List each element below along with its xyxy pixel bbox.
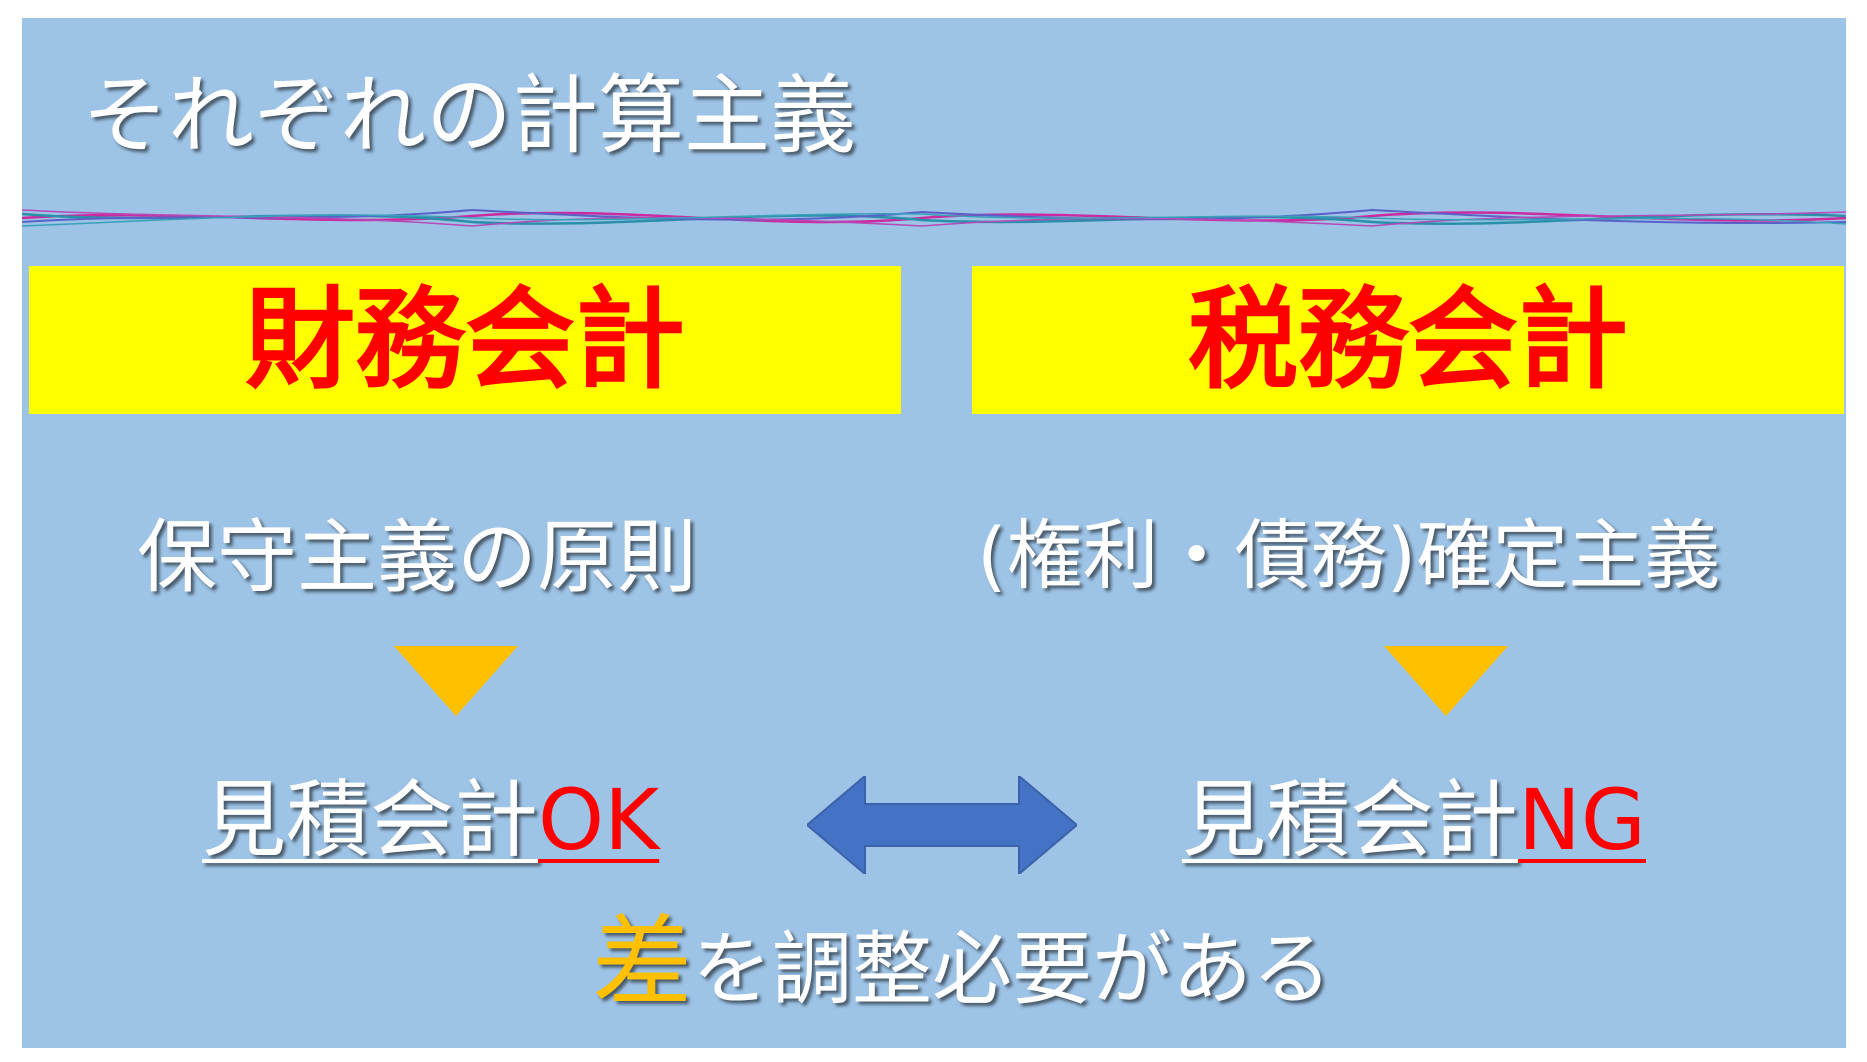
fixed-obligation-principle: (権利・債務)確定主義 [977,511,1721,600]
financial-accounting-box: 財務会計 [29,266,901,414]
right-result-ng: NG [1518,771,1646,869]
conservatism-principle: 保守主義の原則 [137,511,697,604]
double-arrow-icon [807,776,1077,874]
down-triangle-icon [394,646,518,716]
conclusion-highlight: 差 [592,904,692,1021]
down-triangle-icon [1384,646,1508,716]
left-result-ok: OK [538,771,660,869]
slide-title: それぞれの計算主義 [82,66,856,166]
conclusion-rest: を調整必要がある [692,923,1332,1016]
right-result-prefix: 見積会計 [1182,771,1519,869]
left-result: 見積会計OK [202,778,659,862]
left-result-prefix: 見積会計 [202,771,539,869]
tax-accounting-heading: 税務会計 [1188,276,1628,404]
decorative-wave-line [22,208,1846,227]
tax-accounting-box: 税務会計 [972,266,1844,414]
slide: それぞれの計算主義 財務会計 税務会計 保守主義の原則 (権利・債務)確定主義 … [22,18,1846,1048]
conclusion: 差を調整必要がある [592,913,1332,1013]
financial-accounting-heading: 財務会計 [245,276,685,404]
right-result: 見積会計NG [1182,778,1646,862]
